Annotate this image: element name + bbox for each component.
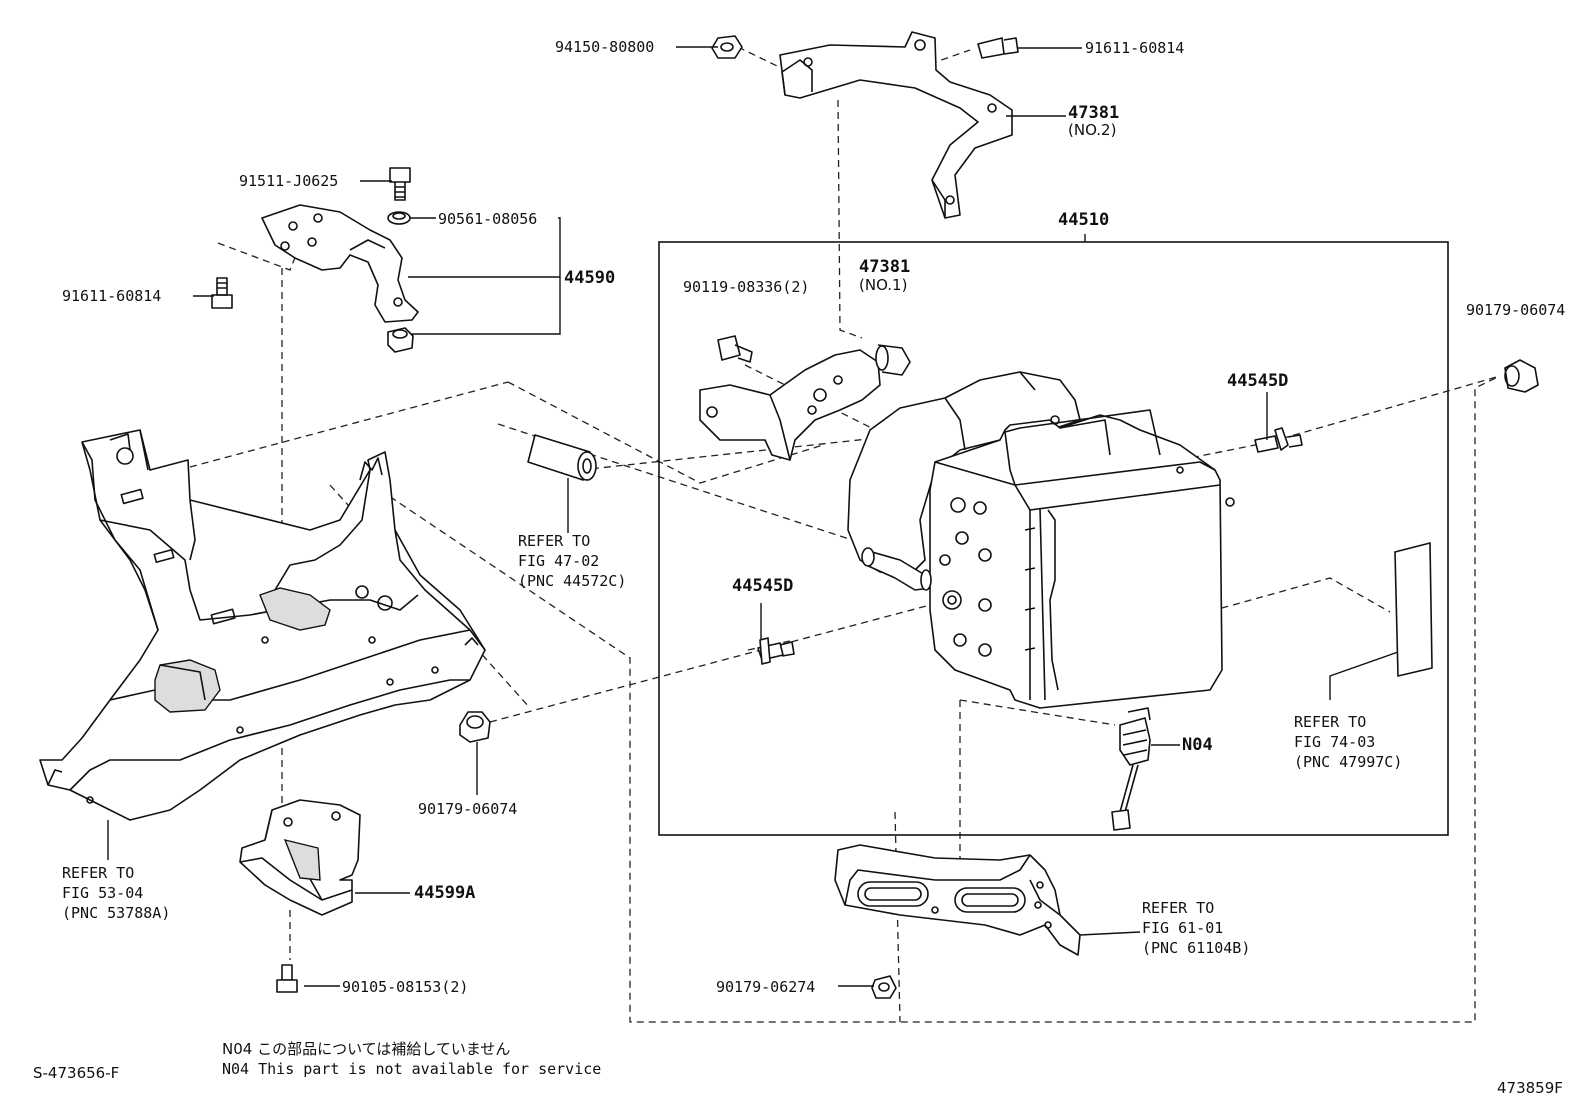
refer-labels: REFER TO FIG 47-02 (PNC 44572C) REFER TO… (62, 532, 1402, 957)
label-44590: 44590 (564, 268, 615, 288)
assembly-number-label: 44510 (1058, 210, 1109, 230)
ref-fig-61-01-line1: REFER TO (1142, 899, 1214, 917)
bracket-61104B (834, 844, 1081, 956)
ref-fig-74-03-line2: FIG 74-03 (1294, 733, 1375, 751)
bolt-90105 (276, 964, 298, 993)
label-47381-no2-sub: (NO.2) (1068, 121, 1116, 139)
label-90119-08336: 90119-08336(2) (683, 278, 809, 296)
ref-fig-53-04-line1: REFER TO (62, 864, 134, 882)
label-47997C (1394, 542, 1433, 677)
bolt-91611-left (211, 277, 233, 309)
label-90179-06074-right: 90179-06074 (1466, 301, 1565, 319)
label-91611-60814-left: 91611-60814 (62, 287, 161, 305)
ref-fig-74-03-line1: REFER TO (1294, 713, 1366, 731)
grommet-90179-mid (459, 711, 491, 743)
label-91611-60814-top: 91611-60814 (1085, 39, 1184, 57)
grommet-90179-right (1504, 359, 1539, 393)
ref-fig-53-04-line3: (PNC 53788A) (62, 904, 170, 922)
diagram-id: 473859F (1497, 1079, 1563, 1097)
label-91511-J0625: 91511-J0625 (239, 172, 338, 190)
nut-90179-06274 (871, 975, 897, 999)
abs-actuator (847, 371, 1235, 709)
bracket-47381-no2 (779, 31, 1013, 219)
label-N04: N04 (1182, 735, 1213, 755)
washer-90561 (387, 211, 411, 225)
label-44545D-left: 44545D (732, 576, 793, 596)
label-44545D-right: 44545D (1227, 371, 1288, 391)
leader-lines (107, 46, 1399, 987)
label-47381-no1-sub: (NO.1) (859, 276, 907, 294)
bolt-44545D-right (1254, 427, 1303, 453)
ref-fig-53-04-line2: FIG 53-04 (62, 884, 143, 902)
bolt-91511 (389, 167, 411, 201)
label-90179-06074-mid: 90179-06074 (418, 800, 517, 818)
ref-fig-47-02-line1: REFER TO (518, 532, 590, 550)
nut-94150 (711, 35, 743, 59)
main-bracket-53788A (39, 429, 486, 821)
footer-notes: N04 この部品については補給していません N04 This part is n… (33, 1040, 1563, 1097)
bolt-44545D-left (757, 637, 795, 665)
bracket-44590 (261, 204, 419, 323)
sheet-code: S-473656-F (33, 1064, 119, 1082)
hose-44572C (527, 434, 597, 481)
ref-fig-61-01-line2: FIG 61-01 (1142, 919, 1223, 937)
part-labels: 94150-80800 91611-60814 47381 (NO.2) 915… (62, 38, 1565, 996)
ref-fig-74-03-line3: (PNC 47997C) (1294, 753, 1402, 771)
bracket-47381-no1 (699, 344, 911, 461)
nut-44590 (387, 327, 414, 353)
label-47381-no2: 47381 (1068, 103, 1119, 123)
label-47381-no1: 47381 (859, 257, 910, 277)
harness-N04 (1111, 707, 1151, 831)
note-english: N04 This part is not available for servi… (222, 1060, 601, 1078)
ref-fig-47-02-line2: FIG 47-02 (518, 552, 599, 570)
label-90179-06274: 90179-06274 (716, 978, 815, 996)
note-japanese: N04 この部品については補給していません (222, 1040, 510, 1058)
ref-fig-47-02-line3: (PNC 44572C) (518, 572, 626, 590)
ref-fig-61-01-line3: (PNC 61104B) (1142, 939, 1250, 957)
label-90105-08153: 90105-08153(2) (342, 978, 468, 996)
label-90561-08056: 90561-08056 (438, 210, 537, 228)
bolt-91611-top (977, 37, 1019, 59)
bolt-90119 (717, 335, 753, 363)
assembly-box (658, 241, 1449, 836)
bracket-44599A (239, 799, 361, 916)
label-94150-80800: 94150-80800 (555, 38, 654, 56)
label-44599A: 44599A (414, 883, 475, 903)
